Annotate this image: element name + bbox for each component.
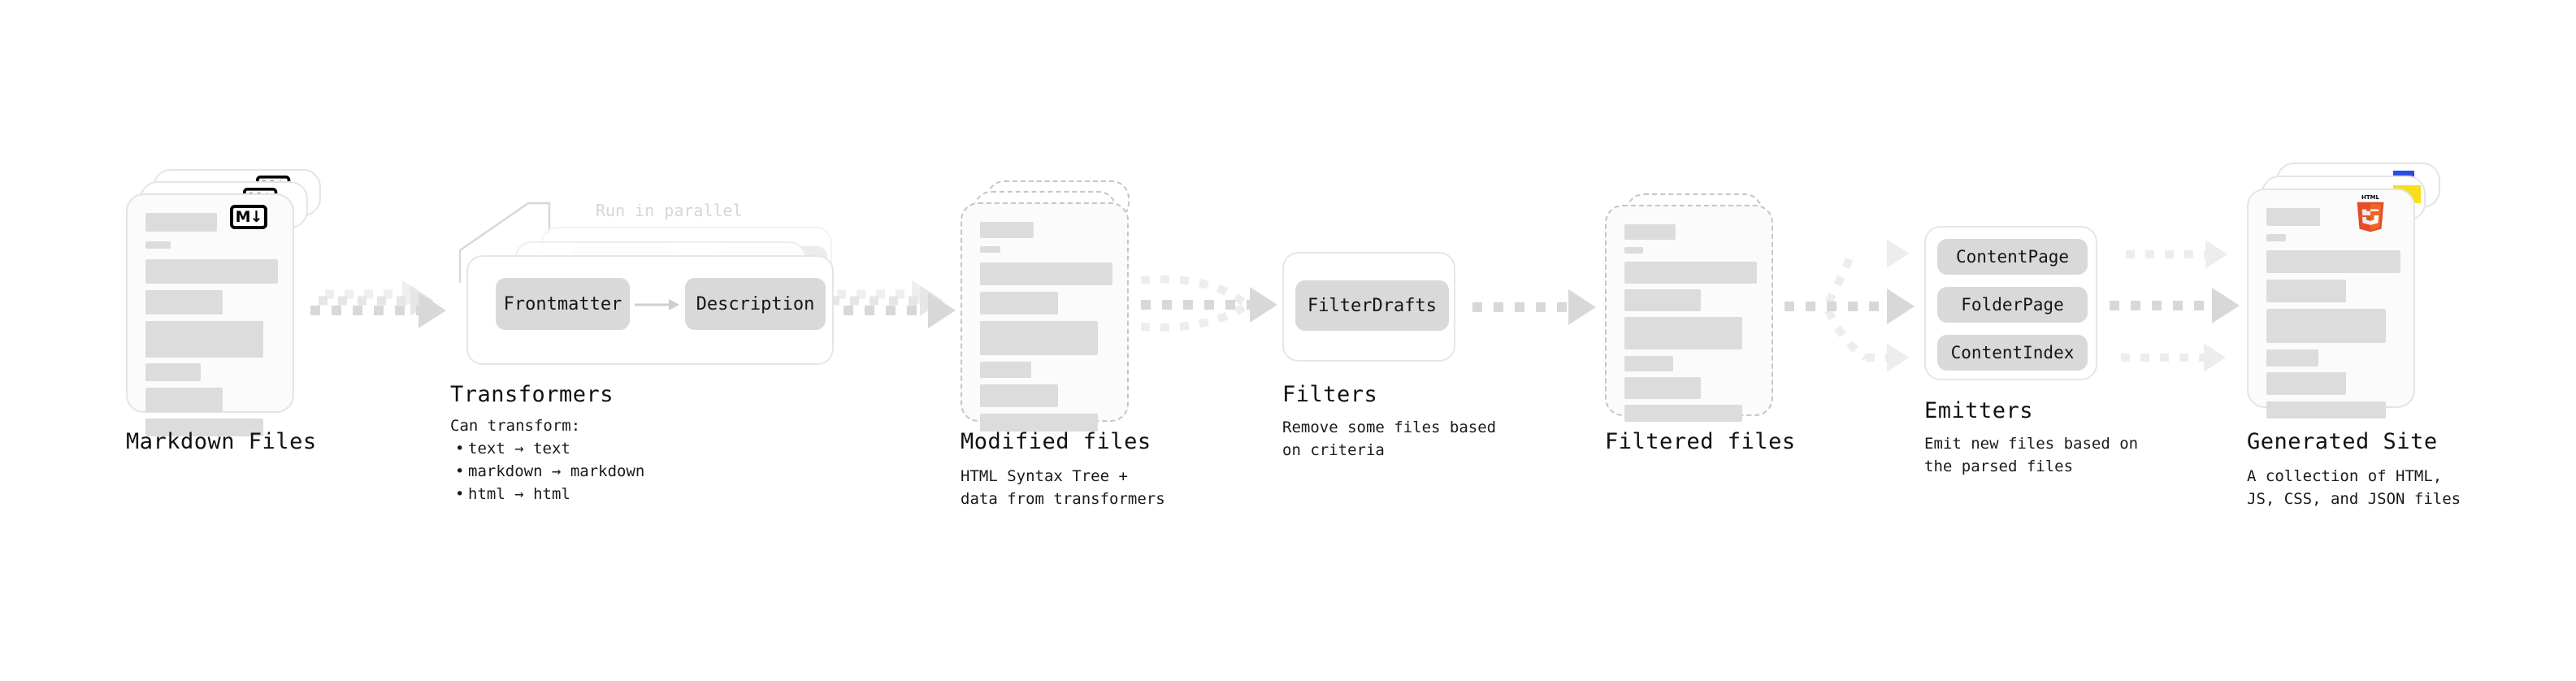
list-item: text → text [455,437,644,460]
doc-bar [1624,247,1643,254]
modified-card-front [961,202,1129,432]
stage-title-transformers: Transformers [450,382,614,407]
list-item: html → html [455,483,644,505]
doc-bar [145,259,278,284]
doc-bar [145,241,171,249]
connector-emitters-to-site [2110,240,2240,372]
doc-bar [1624,224,1676,240]
stage-desc-modified-files: HTML Syntax Tree + data from transformer… [961,467,1165,509]
filtered-card-front [1605,205,1773,422]
transformer-pill-frontmatter[interactable]: Frontmatter [496,278,630,330]
stage-modified-files [961,180,1147,432]
stage-title-generated-site: Generated Site [2247,429,2438,454]
doc-bar [1624,317,1742,349]
stage-filtered-files [1605,193,1792,422]
transformer-pill-description[interactable]: Description [685,278,826,330]
doc-bar [2266,309,2386,343]
stage-title-filtered-files: Filtered files [1605,429,1796,454]
doc-bar [980,222,1034,238]
list-item: markdown → markdown [455,460,644,483]
connector-filters-to-filtered [1472,289,1596,325]
transformer-inner-arrow [635,299,679,310]
doc-bar [2266,349,2318,367]
transformers-desc-lead: Can transform: [450,417,581,435]
doc-bar [2266,280,2346,302]
doc-bar [980,246,1000,253]
doc-bar [980,262,1112,285]
markdown-card-front [126,193,294,436]
filters-frame: FilterDrafts [1282,252,1455,362]
stage-transformers: Run in parallel Frontmatter Description [447,195,834,366]
run-in-parallel-bracket [458,202,551,283]
doc-bar [145,290,223,314]
stage-emitters: ContentPage FolderPage ContentIndex [1924,226,2111,388]
svg-text:HTML: HTML [2361,194,2379,201]
stage-desc-filters: Remove some files based on criteria [1282,419,1497,460]
doc-bar [980,321,1098,355]
run-in-parallel-label: Run in parallel [596,201,743,220]
doc-bar [145,321,263,358]
stage-title-filters: Filters [1282,382,1378,407]
stage-title-emitters: Emitters [1924,398,2034,423]
stage-title-modified-files: Modified files [961,429,1151,454]
stage-desc-transformers: Can transform: text → text markdown → ma… [450,414,644,506]
doc-bar [2266,208,2320,226]
html5-badge: HTML [2357,194,2384,232]
doc-bar [145,213,217,232]
doc-bar [980,362,1031,378]
site-card-front [2247,189,2415,419]
doc-bar [145,388,223,412]
doc-bar [1624,262,1757,284]
transformers-capability-list: text → text markdown → markdown html → h… [450,437,644,505]
doc-bar [1624,289,1701,311]
stage-desc-generated-site: A collection of HTML, JS, CSS, and JSON … [2247,467,2461,509]
markdown-badge: M↓ [230,205,267,229]
doc-bar [980,414,1098,432]
stage-markdown-files: M↓ M↓ M↓ [126,169,321,436]
doc-bar [980,384,1058,407]
transformer-frame-front: Frontmatter Description [466,255,834,365]
doc-bar [980,292,1058,314]
stage-desc-emitters: Emit new files based on the parsed files [1924,435,2139,476]
filter-pill-filterdrafts[interactable]: FilterDrafts [1295,280,1449,331]
doc-bar [2266,250,2400,273]
doc-bar [1624,377,1701,399]
emitter-pill-contentpage[interactable]: ContentPage [1937,239,2088,275]
stage-title-markdown-files: Markdown Files [126,429,317,454]
doc-bar [145,363,201,381]
doc-bar [2266,401,2386,419]
stage-filters: FilterDrafts [1282,252,1461,366]
connector-filtered-to-emitters [1785,239,1915,372]
connector-markdown-to-transformers [310,280,446,328]
connector-transformers-to-modified [822,280,956,328]
emitter-pill-folderpage[interactable]: FolderPage [1937,287,2088,323]
doc-bar [2266,372,2346,395]
doc-bar [2266,234,2286,241]
connector-modified-to-filters [1140,275,1277,332]
doc-bar [145,419,263,436]
doc-bar [1624,356,1673,371]
emitters-frame: ContentPage FolderPage ContentIndex [1924,226,2097,380]
emitter-pill-contentindex[interactable]: ContentIndex [1937,335,2088,371]
doc-bar [1624,405,1742,422]
stage-generated-site: CSS HTML [2247,163,2450,419]
